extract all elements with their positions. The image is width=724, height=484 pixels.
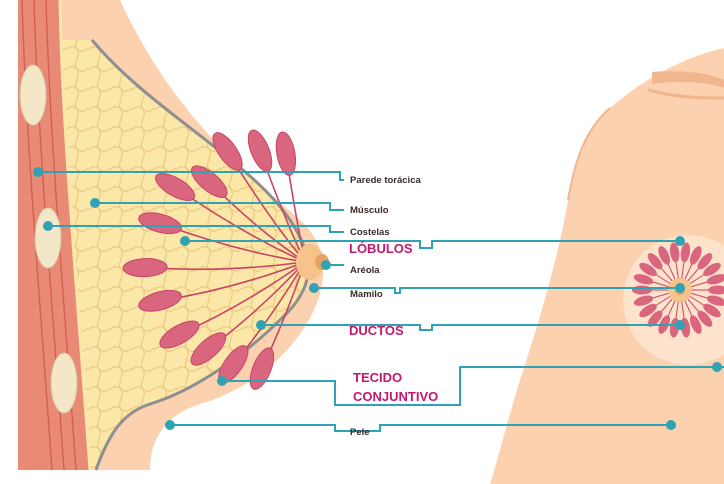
front-view-body [490,48,724,484]
front-lobule [632,286,652,295]
label-ducts: DUCTOS [349,323,404,338]
dot-ducts-front [675,320,685,330]
dot-skin-front [666,420,676,430]
dot-nipple-front [675,283,685,293]
lobule [243,127,276,175]
label-connective-line1: TECIDO [353,370,402,385]
rib-1 [20,65,46,125]
label-nipple: Mamilo [350,289,383,300]
dot-nipple [309,283,319,293]
label-areola: Aréola [350,265,380,276]
dot-lobules-front [675,236,685,246]
label-connective-line2: CONJUNTIVO [353,389,438,404]
lobule [273,130,298,176]
rib-2 [35,208,61,268]
label-chest-wall: Parede torácica [350,175,421,186]
dot-ribs [43,221,53,231]
dot-chest-wall [33,167,43,177]
dot-skin [165,420,175,430]
dot-ducts [256,320,266,330]
dot-connective [217,376,227,386]
label-ribs: Costelas [350,227,390,238]
dot-lobules [180,236,190,246]
dot-areola [321,260,331,270]
dot-muscle [90,198,100,208]
label-lobules: LÓBULOS [349,241,413,256]
label-muscle: Músculo [350,205,389,216]
cross-section [18,0,329,470]
dot-connective-front [712,362,722,372]
rib-3 [51,353,77,413]
label-skin: Pele [350,427,370,438]
